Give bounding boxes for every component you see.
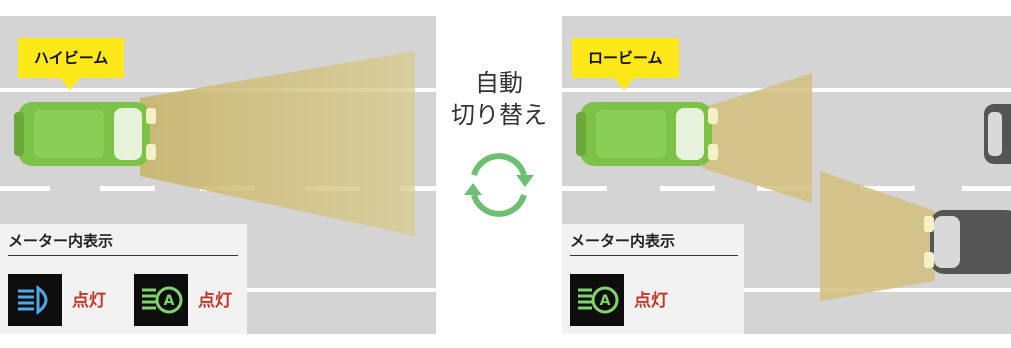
lane-dash xyxy=(400,186,436,191)
oncoming-car-light xyxy=(820,171,935,301)
lane-line xyxy=(562,288,1011,292)
meter-display-box: メーター内表示 A 点灯 xyxy=(562,224,744,334)
beam-mode-tag: ハイビーム xyxy=(18,38,125,90)
lane-dash xyxy=(660,186,715,191)
indicator-status: 点灯 xyxy=(72,291,106,311)
auto-switch-line2: 切り替え xyxy=(451,101,547,129)
preceding-car xyxy=(984,104,1011,164)
meter-display-title: メーター内表示 xyxy=(570,230,738,256)
low-beam-light xyxy=(702,73,812,203)
lane-dash xyxy=(962,186,1011,191)
high-beam-light xyxy=(140,51,415,236)
lane-dash xyxy=(562,186,607,191)
svg-text:A: A xyxy=(164,293,175,309)
lane-dash xyxy=(860,186,915,191)
svg-text:A: A xyxy=(600,293,611,309)
indicator-status: 点灯 xyxy=(634,291,668,311)
own-car xyxy=(14,102,156,166)
auto-switch-label: 自動 切り替え xyxy=(436,0,562,348)
auto-switch-line1: 自動 xyxy=(475,69,523,97)
high-beam-icon xyxy=(8,274,62,326)
beam-mode-tag: ロービーム xyxy=(572,38,679,90)
lane-dash xyxy=(100,186,155,191)
indicator-status: 点灯 xyxy=(198,291,232,311)
auto-high-beam-icon: A xyxy=(570,274,624,326)
meter-display-box: メーター内表示 点灯 A 点灯 xyxy=(0,224,247,334)
own-car xyxy=(576,102,718,166)
auto-high-beam-icon: A xyxy=(134,274,188,326)
meter-display-title: メーター内表示 xyxy=(8,230,238,256)
refresh-cycle-icon xyxy=(464,153,534,217)
low-beam-panel: ロービーム メーター内表示 A 点灯 xyxy=(562,16,1011,334)
high-beam-panel: ハイビーム メーター内表示 点灯 A 点灯 xyxy=(0,16,436,334)
oncoming-car xyxy=(924,210,1011,274)
lane-dash xyxy=(0,186,50,191)
